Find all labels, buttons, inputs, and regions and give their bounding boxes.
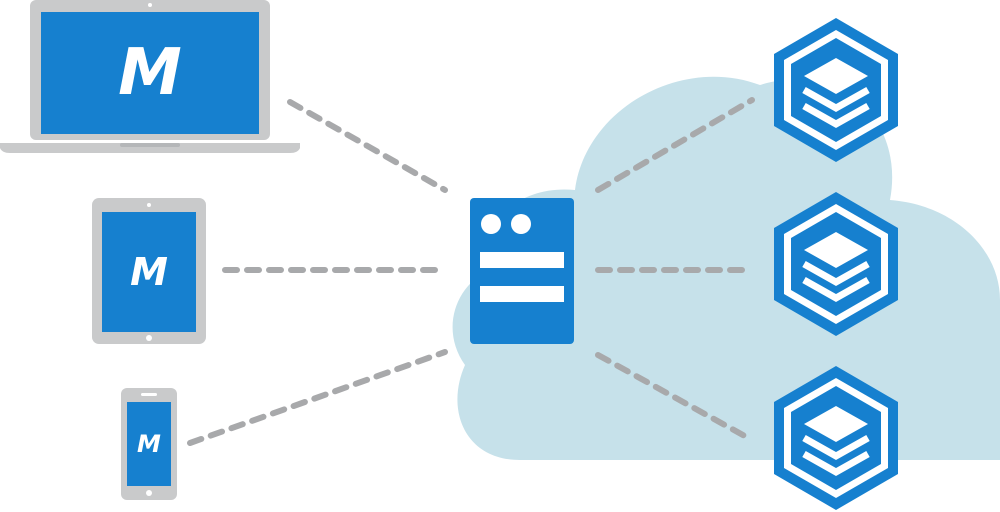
laptop-logo: M [118, 36, 182, 110]
tablet-logo: M [130, 250, 168, 294]
tablet-icon: M [92, 198, 206, 344]
database-connectors [595, 97, 755, 443]
connector-server-database-1 [595, 97, 755, 193]
connector-laptop-server [287, 99, 448, 193]
phone-logo: M [137, 430, 161, 458]
device-connectors [187, 99, 448, 446]
laptop-icon: M [0, 0, 300, 153]
layers-hexagon-icon [774, 366, 898, 510]
database-1 [774, 18, 898, 162]
connector-phone-server [187, 349, 448, 446]
layers-hexagon-icon [774, 192, 898, 336]
database-2 [774, 192, 898, 336]
connector-server-database-3 [595, 352, 755, 443]
database-3 [774, 366, 898, 510]
server-icon [470, 198, 574, 344]
layers-hexagon-icon [774, 18, 898, 162]
phone-icon: M [121, 388, 177, 500]
cloud-icon [452, 76, 1000, 460]
